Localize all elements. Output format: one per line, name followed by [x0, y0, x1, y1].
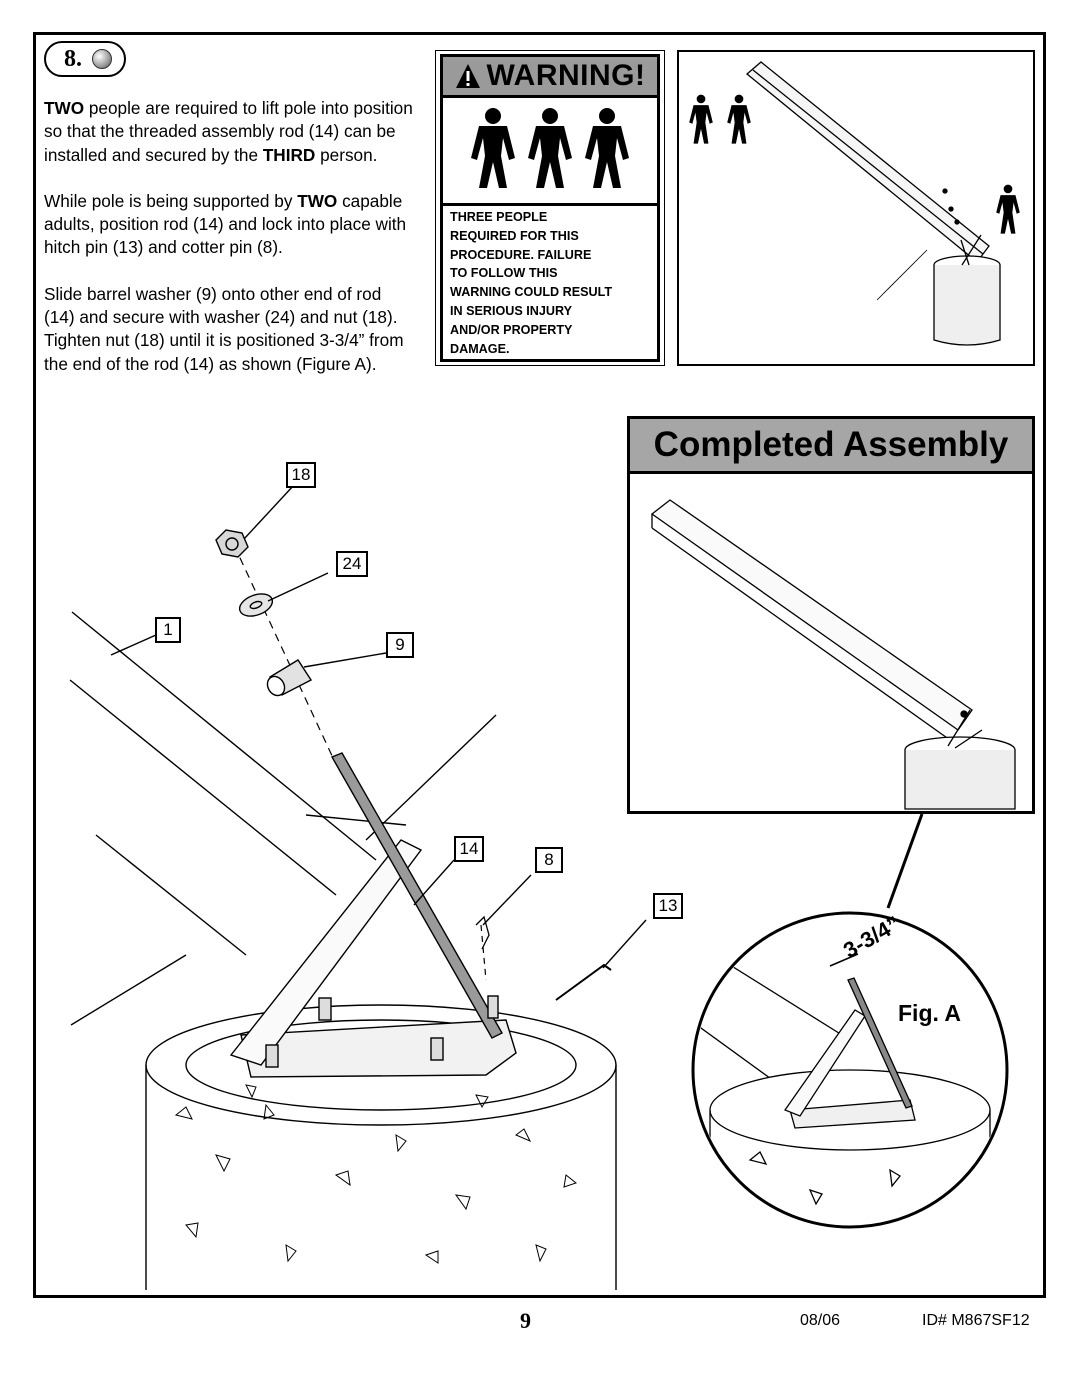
callout-18: 18 — [286, 462, 316, 488]
instruction-text: While pole is being supported by — [44, 190, 298, 211]
warning-line: REQUIRED FOR THIS — [450, 228, 579, 243]
step-bullet-icon — [92, 49, 112, 69]
emphasis-two: TWO — [44, 98, 85, 118]
warning-line: WARNING COULD RESULT — [450, 285, 613, 300]
step-number: 8. — [64, 45, 82, 72]
page-number: 9 — [520, 1308, 531, 1333]
page-frame — [33, 32, 1046, 1298]
instruction-text: people are required to lift pole into po… — [44, 98, 413, 165]
warning-line: PROCEDURE. FAILURE — [450, 247, 592, 262]
warning-box-border — [435, 50, 665, 366]
warning-header: WARNING! — [443, 57, 657, 98]
exploded-assembly-illustration — [69, 484, 647, 1290]
callout-14: 14 — [454, 836, 484, 862]
three-people-icon — [443, 98, 657, 206]
callout-8: 8 — [535, 847, 563, 873]
warning-line: THREE PEOPLE — [450, 210, 548, 224]
callout-13: 13 — [653, 893, 683, 919]
emphasis-two: TWO — [297, 190, 338, 211]
instruction-text: capable adults, position rod (14) and lo… — [44, 190, 407, 258]
instruction-paragraph-3: Slide barrel washer (9) onto other end o… — [44, 283, 404, 374]
callout-24: 24 — [336, 551, 368, 577]
warning-message: THREE PEOPLE REQUIRED FOR THIS PROCEDURE… — [450, 208, 656, 358]
completed-assembly-illustration — [650, 499, 1016, 810]
figure-label: Fig. A — [898, 1000, 962, 1026]
callout-1: 1 — [155, 617, 181, 643]
warning-line: DAMAGE. — [450, 341, 510, 356]
lifting-scene-illustration — [689, 61, 1020, 346]
lifting-scene-box — [677, 50, 1035, 366]
warning-triangle-icon — [455, 64, 480, 88]
emphasis-third: THIRD — [262, 144, 316, 165]
footer-date: 08/06 — [800, 1312, 841, 1329]
warning-line: AND/OR PROPERTY — [450, 322, 573, 337]
warning-box — [440, 54, 660, 362]
document-id: ID# M867SF12 — [922, 1312, 1030, 1329]
warning-title: WARNING! — [486, 59, 646, 92]
instruction-text: person. — [315, 144, 378, 165]
warning-line: TO FOLLOW THIS — [450, 266, 558, 281]
callout-9: 9 — [386, 632, 414, 658]
completed-assembly-title: Completed Assembly — [653, 425, 1009, 464]
step-badge: 8. — [44, 41, 126, 77]
instruction-paragraph-2: While pole is being supported by TWO cap… — [44, 190, 416, 260]
instruction-paragraph-1: TWO people are required to lift pole int… — [44, 97, 416, 167]
figure-a-detail — [691, 813, 1009, 1229]
warning-line: IN SERIOUS INJURY — [450, 303, 572, 318]
instructions: TWO people are required to lift pole int… — [44, 97, 416, 399]
completed-assembly-header: Completed Assembly — [630, 419, 1032, 474]
